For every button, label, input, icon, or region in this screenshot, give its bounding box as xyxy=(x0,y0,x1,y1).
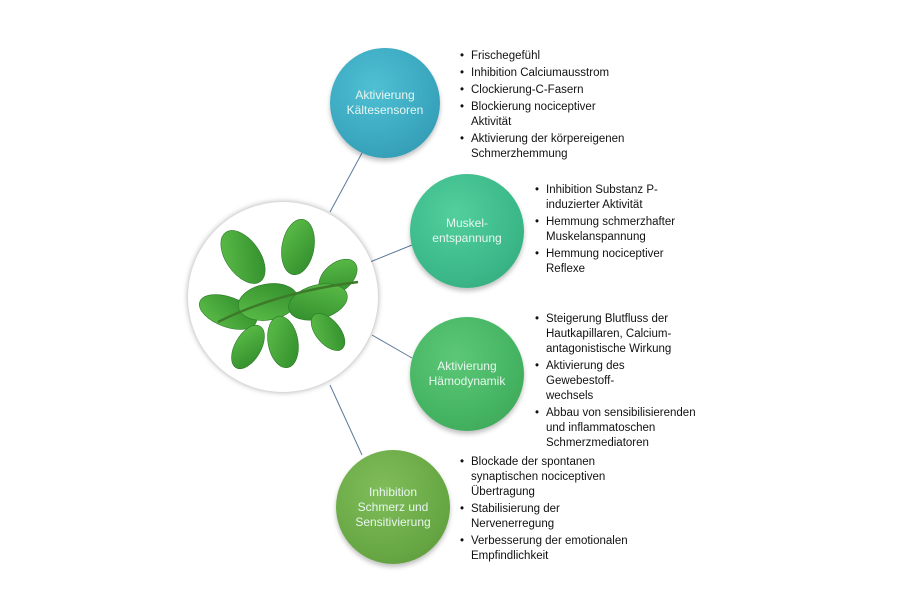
list-inhibition-schmerz: Blockade der spontanen synaptischen noci… xyxy=(460,455,628,566)
list-item: Inhibition Substanz P- induzierter Aktiv… xyxy=(535,183,675,213)
list-muskelentspannung: Inhibition Substanz P- induzierter Aktiv… xyxy=(535,183,675,279)
node-muskelentspannung: Muskel- entspannung xyxy=(410,174,524,288)
connector-2 xyxy=(369,244,413,263)
connector-1 xyxy=(329,152,363,213)
list-item: Stabilisierung der Nervenerregung xyxy=(460,502,628,532)
list-item: Frischegefühl xyxy=(460,49,624,64)
list-item: Abbau von sensibilisierenden und inflamm… xyxy=(535,406,696,451)
list-item: Clockierung-C-Fasern xyxy=(460,83,624,98)
list-item: Verbesserung der emotionalen Empfindlich… xyxy=(460,534,628,564)
list-item: Aktivierung des Gewebestoff- wechsels xyxy=(535,359,696,404)
list-item: Hemmung nociceptiver Reflexe xyxy=(535,247,675,277)
list-item: Inhibition Calciumausstrom xyxy=(460,66,624,81)
mint-image-circle xyxy=(188,202,378,392)
list-item: Blockade der spontanen synaptischen noci… xyxy=(460,455,628,500)
node-kaeltesensoren: Aktivierung Kältesensoren xyxy=(330,48,440,158)
connector-4 xyxy=(329,384,363,456)
list-item: Aktivierung der körpereigenen Schmerzhem… xyxy=(460,132,624,162)
mint-leaves-image xyxy=(199,218,359,370)
list-haemodynamik: Steigerung Blutfluss der Hautkapillaren,… xyxy=(535,312,696,453)
node-haemodynamik: Aktivierung Hämodynamik xyxy=(410,317,524,431)
node-inhibition-schmerz: Inhibition Schmerz und Sensitivierung xyxy=(336,450,450,564)
list-item: Steigerung Blutfluss der Hautkapillaren,… xyxy=(535,312,696,357)
list-item: Blockierung nociceptiver Aktivität xyxy=(460,100,624,130)
list-kaeltesensoren: Frischegefühl Inhibition Calciumausstrom… xyxy=(460,49,624,164)
list-item: Hemmung schmerzhafter Muskelanspannung xyxy=(535,215,675,245)
connector-3 xyxy=(371,334,413,359)
